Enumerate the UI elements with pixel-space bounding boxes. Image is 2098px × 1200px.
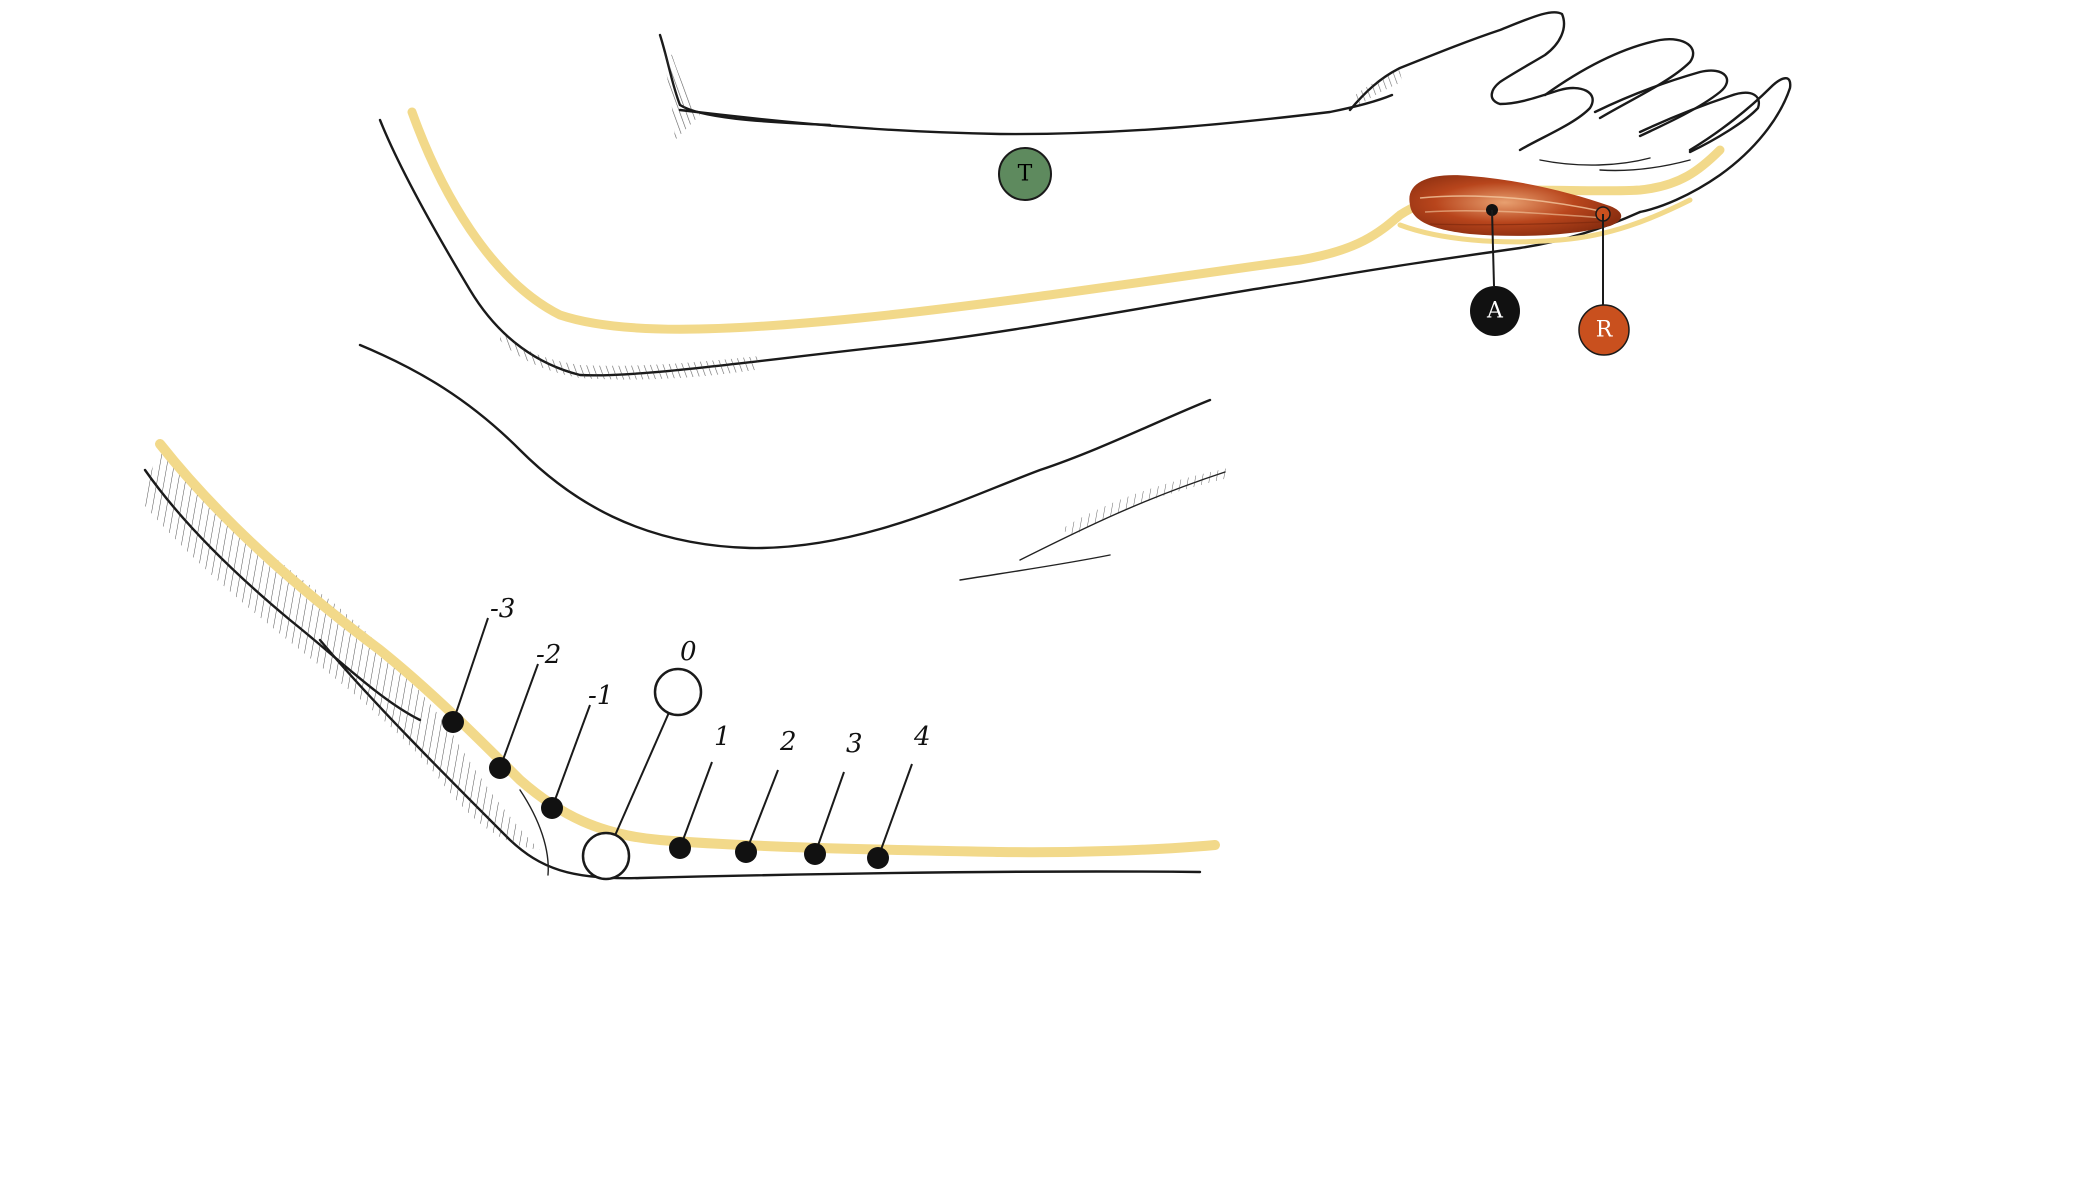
stim-point-label: -1	[588, 681, 613, 711]
stim-point: 0	[581, 637, 703, 881]
nerve-path-upper	[407, 107, 1725, 334]
stim-point: -2	[489, 640, 561, 779]
stim-point-lead	[877, 763, 913, 859]
stim-point-dot	[489, 757, 511, 779]
stim-point-dot	[669, 837, 691, 859]
stim-point-label: 3	[846, 729, 863, 759]
marker-R-label: R	[1596, 318, 1614, 343]
marker-A: A	[1470, 204, 1520, 336]
stim-point-lead	[452, 617, 489, 723]
nerve-path-lower	[155, 439, 1220, 858]
stim-point-label: 2	[779, 727, 797, 757]
marker-A-label: A	[1486, 299, 1504, 324]
stim-point-label: 4	[913, 722, 931, 752]
stim-point-lead	[745, 769, 779, 853]
stim-point: -1	[541, 681, 613, 819]
marker-R-circle	[1578, 304, 1630, 356]
stim-point-dot	[541, 797, 563, 819]
stim-point-dot	[867, 847, 889, 869]
marker-A-circle	[1470, 286, 1520, 336]
stimulation-points: -3 -2 -1 0 1 2 3 4	[442, 594, 931, 881]
stim-point-lead	[679, 761, 713, 849]
stim-point-dot	[804, 843, 826, 865]
marker-T-circle	[998, 147, 1052, 201]
elbow-drawing	[140, 343, 1228, 880]
stim-point: 4	[867, 722, 931, 869]
stim-point-anode	[653, 667, 703, 717]
stim-point: -3	[442, 594, 515, 733]
stim-point-label: -2	[536, 640, 561, 670]
stim-point: 1	[669, 722, 731, 859]
stim-point-dot	[735, 841, 757, 863]
marker-A-lead	[1491, 209, 1495, 287]
stim-point-label: 1	[714, 722, 731, 752]
marker-R: R	[1578, 206, 1630, 356]
stim-point-label: 0	[680, 637, 697, 667]
stim-point-label: -3	[490, 594, 515, 624]
abductor-muscle	[1409, 175, 1622, 236]
stim-point-dot	[442, 711, 464, 733]
stim-point-dot	[581, 831, 631, 881]
stim-point-lead	[814, 771, 845, 855]
stim-point-lead	[605, 691, 679, 857]
marker-T-label: T	[1018, 162, 1033, 187]
forearm-drawing	[378, 11, 1792, 380]
stim-point: 2	[735, 727, 797, 863]
stim-point-lead	[551, 704, 591, 809]
stim-point-lead	[499, 663, 539, 769]
marker-T: T	[998, 147, 1052, 201]
stim-point: 3	[804, 729, 863, 865]
